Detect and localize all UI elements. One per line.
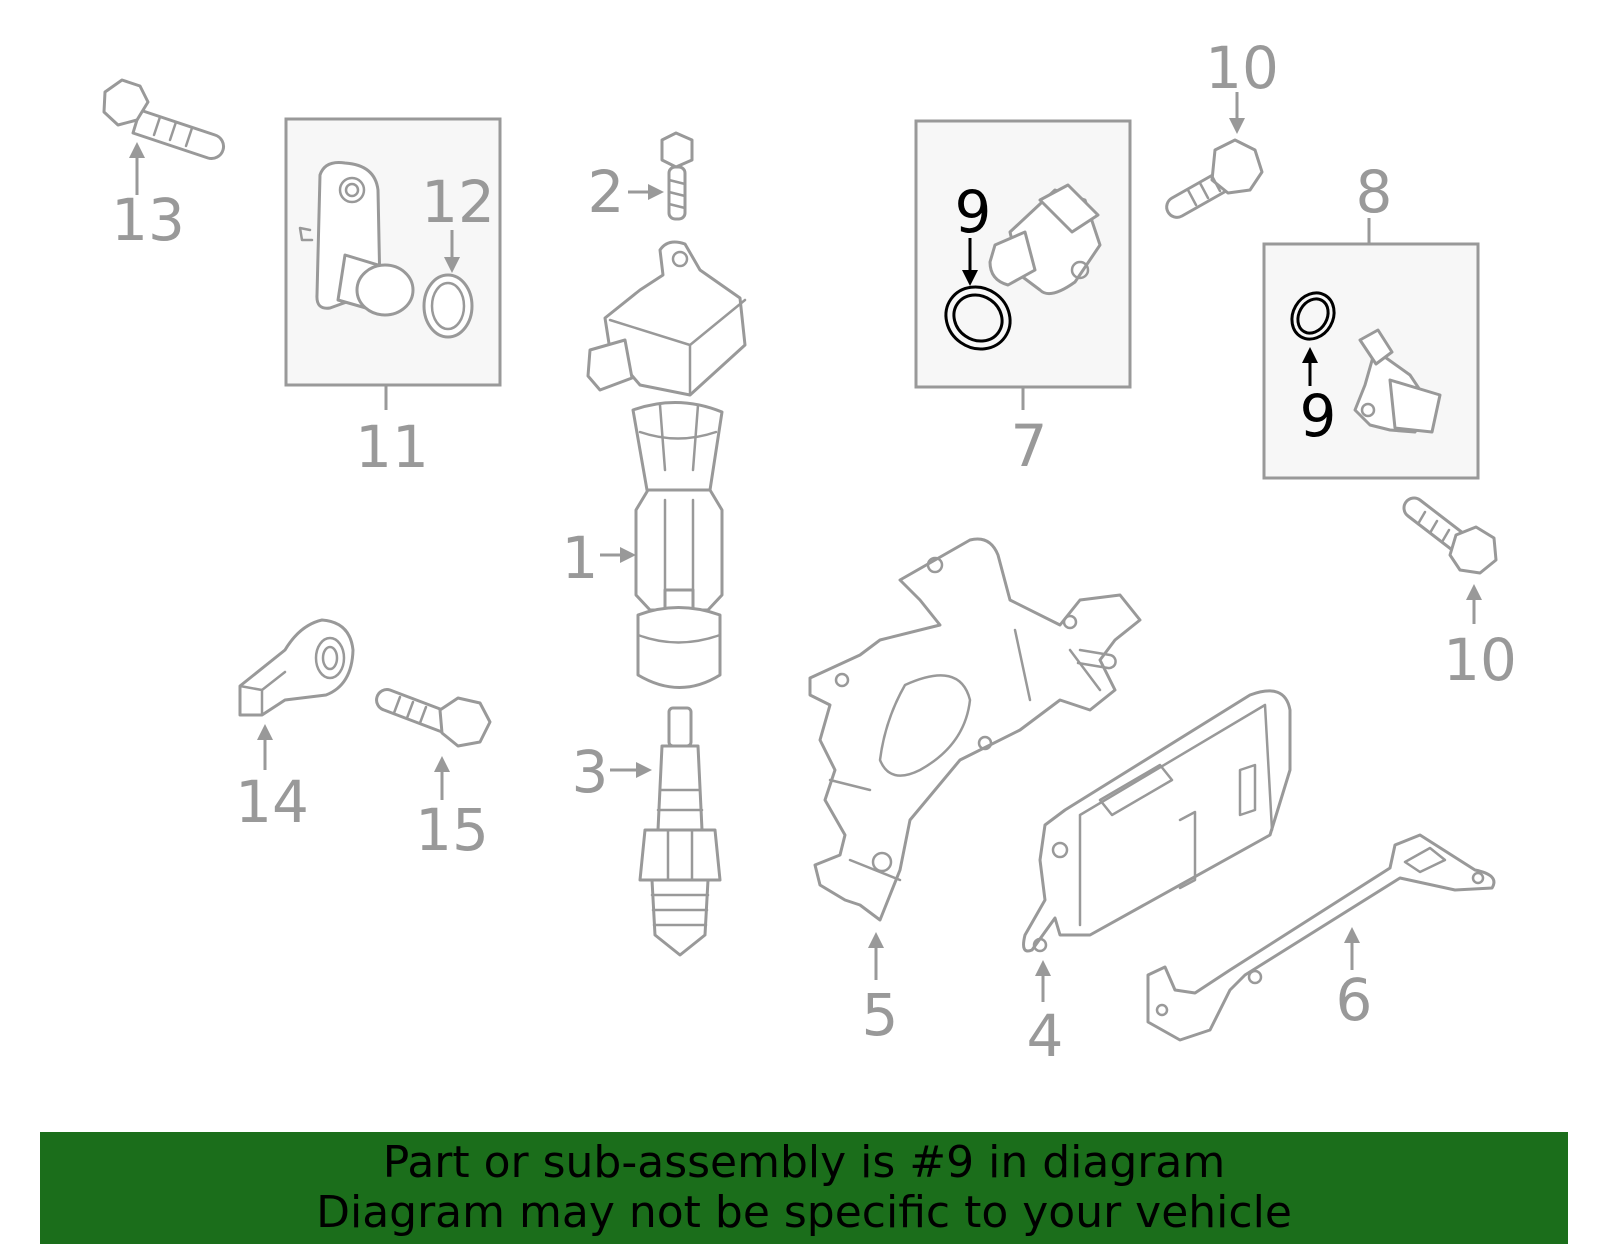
banner-line-1: Part or sub-assembly is #9 in diagram xyxy=(382,1137,1226,1188)
part-10-bolt-lower: 10 xyxy=(1402,496,1517,694)
callout-10-upper: 10 xyxy=(1205,34,1279,102)
parts-diagram: 13 12 11 2 xyxy=(102,34,1517,1070)
part-9-oring-box8 xyxy=(1290,291,1336,341)
part-3-spark-plug: 3 xyxy=(572,706,722,957)
part-11-box: 12 11 xyxy=(284,117,502,481)
callout-7: 7 xyxy=(1011,412,1048,480)
callout-14: 14 xyxy=(235,768,309,836)
callout-1: 1 xyxy=(562,524,599,592)
part-13-bolt: 13 xyxy=(102,78,225,254)
part-8-box: 8 9 xyxy=(1262,158,1480,480)
part-2-bolt: 2 xyxy=(588,131,694,226)
part-1-ignition-coil: 1 xyxy=(562,240,747,689)
callout-8: 8 xyxy=(1356,158,1393,226)
part-7-box: 9 7 xyxy=(914,119,1132,480)
info-banner: Part or sub-assembly is #9 in diagram Di… xyxy=(40,1132,1568,1244)
callout-5: 5 xyxy=(862,981,899,1049)
part-9-oring-box7 xyxy=(944,285,1012,351)
callout-4: 4 xyxy=(1027,1002,1064,1070)
part-10-bolt-upper: 10 xyxy=(1165,34,1279,219)
callout-3: 3 xyxy=(572,738,609,806)
callout-12: 12 xyxy=(421,168,495,236)
banner-line-2: Diagram may not be specific to your vehi… xyxy=(316,1187,1292,1238)
callout-9-box7: 9 xyxy=(955,178,992,246)
callout-15: 15 xyxy=(415,796,489,864)
part-4-ecu: 4 xyxy=(1022,689,1292,1070)
part-5-bracket: 5 xyxy=(808,537,1142,1049)
callout-9-box8: 9 xyxy=(1300,382,1337,450)
part-6-strap-bracket: 6 xyxy=(1146,833,1496,1042)
part-15-bolt: 15 xyxy=(375,688,492,864)
callout-6: 6 xyxy=(1336,966,1373,1034)
part-14-knock-sensor: 14 xyxy=(235,618,355,836)
callout-10-lower: 10 xyxy=(1443,626,1517,694)
callout-11: 11 xyxy=(355,413,429,481)
callout-13: 13 xyxy=(111,186,185,254)
callout-2: 2 xyxy=(588,158,625,226)
